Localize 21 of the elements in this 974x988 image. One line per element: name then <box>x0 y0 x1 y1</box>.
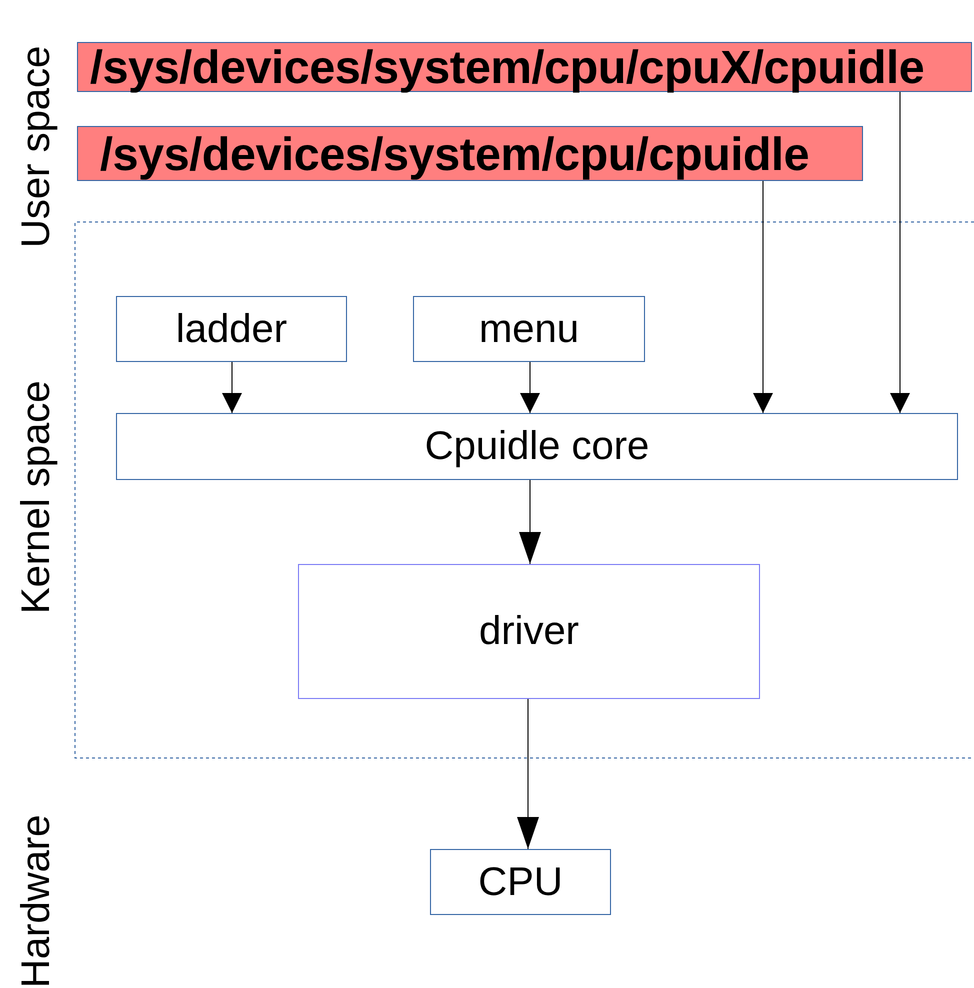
node-label: CPU <box>478 860 563 904</box>
arrow <box>517 698 539 850</box>
arrow <box>753 180 773 414</box>
node-label: /sys/devices/system/cpu/cpuX/cpuidle <box>90 40 924 94</box>
component-box <box>413 296 645 362</box>
region-label: Hardware <box>14 814 59 988</box>
node-label: ladder <box>176 306 288 352</box>
arrow <box>519 480 541 564</box>
node-label: driver <box>478 609 580 654</box>
region-label: Kernel space <box>14 380 59 614</box>
component-box <box>430 849 611 915</box>
region-label: User space <box>14 46 59 248</box>
driver-box <box>298 564 760 699</box>
node-label: /sys/devices/system/cpu/cpuidle <box>100 126 810 180</box>
component-box <box>116 296 347 362</box>
arrow <box>890 92 910 414</box>
component-box <box>116 413 958 480</box>
arrow <box>222 362 242 414</box>
node-label: Cpuidle core <box>424 424 650 469</box>
node-label: menu <box>478 306 580 352</box>
arrow <box>520 362 540 414</box>
